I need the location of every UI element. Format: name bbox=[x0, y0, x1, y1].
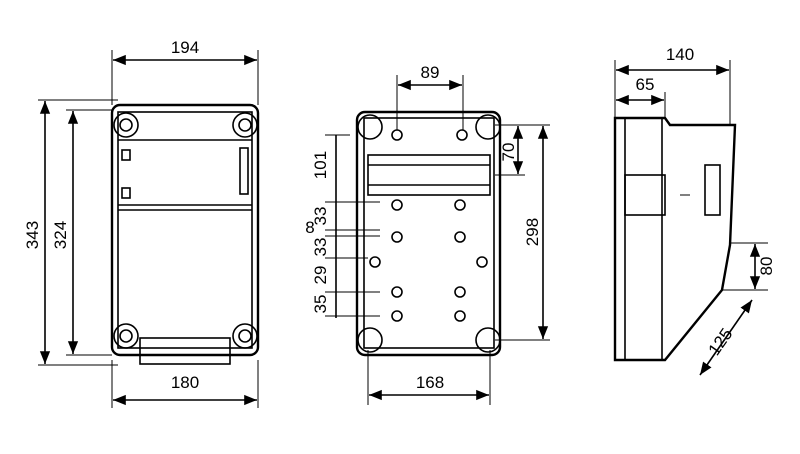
dim-step-5: 29 bbox=[311, 266, 330, 285]
dim-top-spacing: 89 bbox=[421, 63, 440, 82]
dim-height-outer: 343 bbox=[23, 221, 42, 249]
mounting-view: 89 101 33 8 33 29 35 70 298 168 bbox=[305, 63, 550, 405]
corner-screw bbox=[113, 112, 139, 138]
dim-step-1: 101 bbox=[311, 151, 330, 179]
dim-height-inner: 324 bbox=[51, 221, 70, 249]
dim-step-3: 8 bbox=[305, 218, 314, 237]
dim-slope-height: 80 bbox=[757, 257, 776, 276]
dim-height-mount: 298 bbox=[523, 218, 542, 246]
corner-screw bbox=[357, 114, 383, 140]
dim-rail-offset: 70 bbox=[499, 143, 518, 162]
corner-screw bbox=[232, 323, 258, 349]
dim-step-2: 33 bbox=[311, 207, 330, 226]
dim-depth: 140 bbox=[666, 45, 694, 64]
dim-width-mount: 180 bbox=[171, 373, 199, 392]
dim-step-6: 35 bbox=[311, 295, 330, 314]
dim-width-outer: 194 bbox=[171, 38, 199, 57]
corner-screw bbox=[357, 327, 383, 353]
corner-screw bbox=[113, 323, 139, 349]
dim-step-4: 33 bbox=[311, 238, 330, 257]
dim-depth-front: 65 bbox=[636, 75, 655, 94]
corner-screw bbox=[232, 112, 258, 138]
corner-screw bbox=[475, 114, 501, 140]
front-view: 194 343 324 180 bbox=[23, 38, 260, 408]
dim-width-mount: 168 bbox=[416, 373, 444, 392]
side-view: 140 65 80 125 bbox=[613, 45, 776, 376]
